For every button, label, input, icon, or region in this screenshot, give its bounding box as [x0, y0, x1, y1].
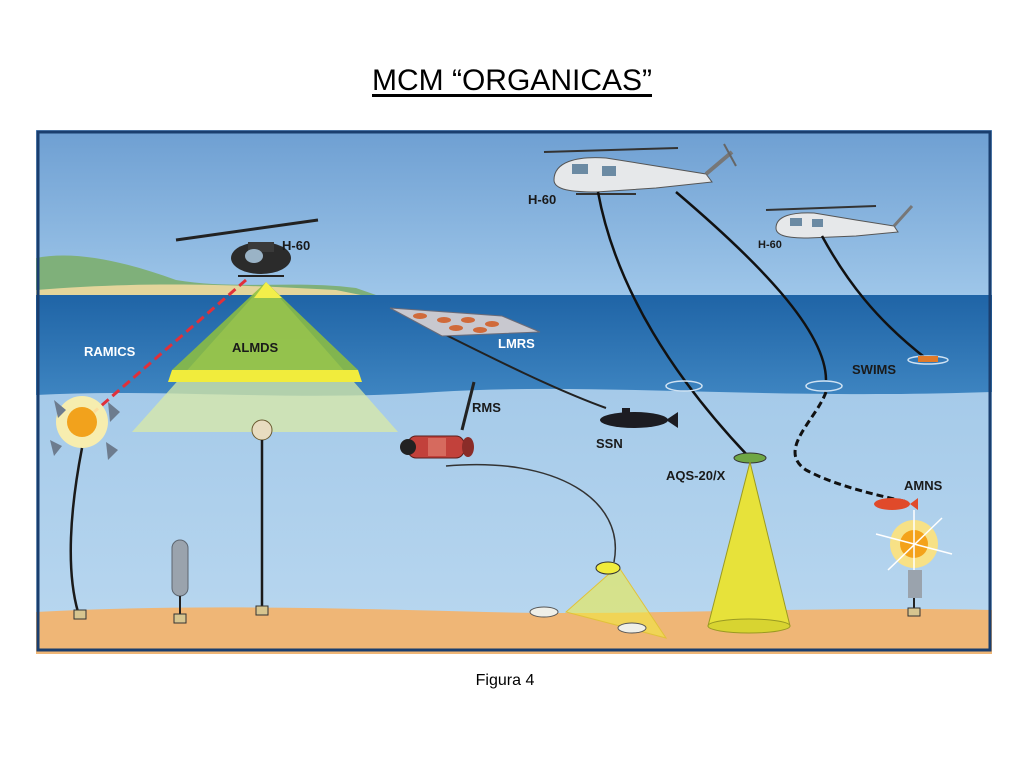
almds-beam-top [254, 282, 282, 298]
rms-sonar-fan [564, 565, 668, 639]
bottom-mine-cylinder [171, 539, 189, 597]
moored-mine-right [908, 570, 922, 598]
amns-neutralizer [874, 498, 918, 510]
label-h60-left: H-60 [282, 238, 310, 253]
almds-beam-inner [172, 282, 358, 370]
mcm-organic-diagram: H-60 H-60 H-60 RAMICS ALMDS LMRS RMS SSN… [36, 130, 992, 654]
mine-anchor-right [907, 607, 921, 617]
sky [36, 130, 992, 295]
submarine-ssn [600, 408, 678, 428]
label-almds: ALMDS [232, 340, 279, 355]
label-lmrs: LMRS [498, 336, 535, 351]
aqs-20-body [733, 452, 767, 464]
slide-title: MCM “ORGANICAS” [372, 64, 652, 97]
rms-vehicle [400, 381, 476, 459]
lmrs-search-pattern [389, 307, 541, 337]
rms-towed-body [595, 561, 621, 575]
lmrs-tow-line [435, 329, 607, 409]
ramics-explosion [50, 396, 120, 460]
moored-mine-center [251, 419, 273, 441]
label-amns: AMNS [904, 478, 943, 493]
swims-tow-cable [820, 235, 929, 361]
aqs-20-cone-base [707, 618, 791, 634]
amns-tow-cable [675, 191, 828, 381]
mine-anchor-cylinder [173, 613, 187, 624]
bottom-mine-1 [529, 606, 559, 618]
label-aqs-20x: AQS-20/X [666, 468, 726, 483]
mine-anchor-left [73, 609, 87, 620]
ramics-laser [93, 278, 247, 414]
figure-caption: Figura 4 [475, 672, 535, 689]
ripple-amns [805, 380, 843, 392]
swims-device [918, 356, 938, 362]
almds-beam-band [168, 370, 362, 382]
helicopter-right [765, 204, 914, 239]
amns-explosion [875, 510, 953, 578]
ripple-aqs [665, 380, 703, 392]
label-h60-top: H-60 [528, 192, 556, 207]
bottom-mine-2 [617, 622, 647, 634]
helicopter-top [543, 143, 737, 195]
label-swims: SWIMS [852, 362, 896, 377]
label-h60-right: H-60 [758, 239, 782, 251]
label-ssn: SSN [596, 436, 623, 451]
rms-tow-line [445, 463, 617, 563]
aqs-tow-cable [596, 191, 749, 457]
helicopter-left [175, 218, 319, 277]
ramics-mine-cable [69, 447, 84, 613]
amns-tow-cable-subsea [793, 391, 909, 504]
diagram-border [36, 130, 992, 652]
mine-anchor-center [255, 605, 269, 616]
label-ramics: RAMICS [84, 344, 136, 359]
label-rms: RMS [472, 400, 501, 415]
